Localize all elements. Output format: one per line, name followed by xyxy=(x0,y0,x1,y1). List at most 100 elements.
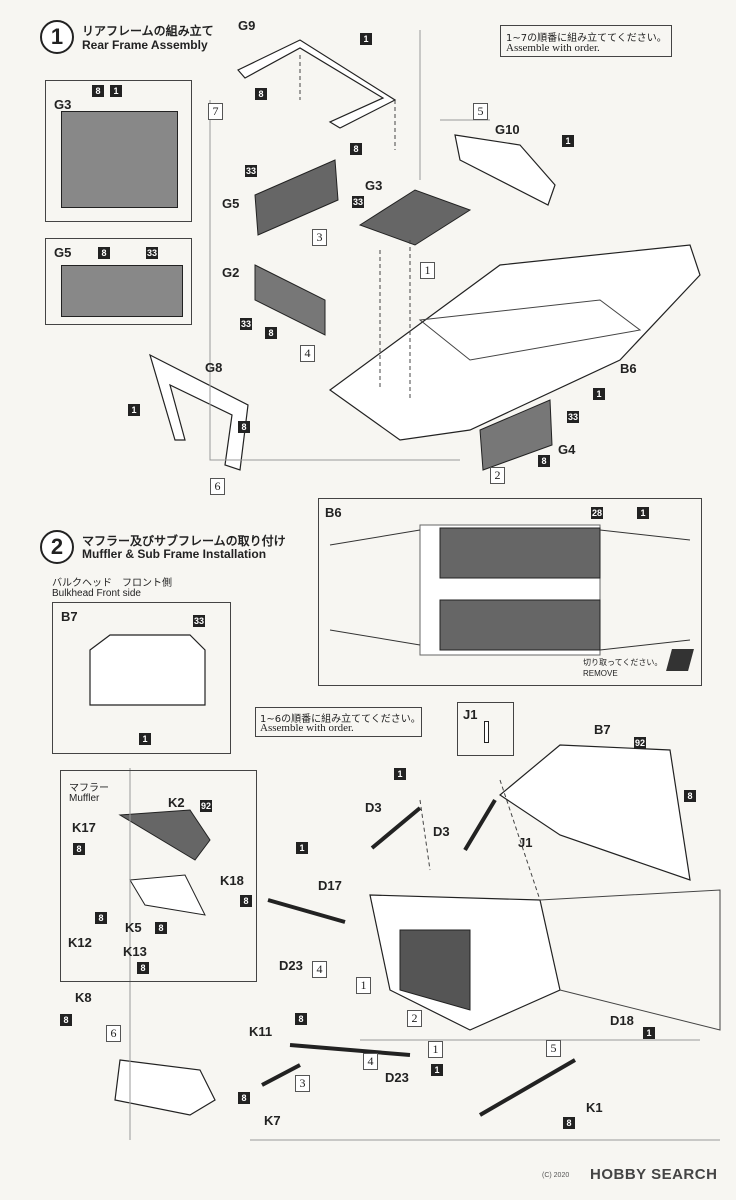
color-badge-8: 8 xyxy=(684,790,696,802)
color-badge-33: 33 xyxy=(352,196,364,208)
color-badge-1: 1 xyxy=(593,388,605,400)
order-step-3: 3 xyxy=(295,1075,310,1092)
part-g2-drawing xyxy=(254,264,326,336)
color-badge-1: 1 xyxy=(637,507,649,519)
label-g10: G10 xyxy=(495,122,520,137)
b7-detail-box: B7 33 1 xyxy=(52,602,231,754)
part-g8-drawing xyxy=(149,353,249,471)
label-g9: G9 xyxy=(238,18,256,33)
part-g9-drawing xyxy=(237,39,397,129)
order-step-4: 4 xyxy=(363,1053,378,1070)
muffler-label-en: Muffler xyxy=(69,793,100,804)
color-badge-8: 8 xyxy=(73,843,85,855)
part-g5-drawing xyxy=(254,159,339,236)
color-badge-8: 8 xyxy=(238,421,250,433)
color-badge-8: 8 xyxy=(538,455,550,467)
step-1-number: 1 xyxy=(40,20,74,54)
bulkhead-label-en: Bulkhead Front side xyxy=(52,588,141,599)
order-step-4: 4 xyxy=(300,345,315,362)
part-b7-drawing xyxy=(498,744,691,881)
step-2-order-note: 1~6の順番に組み立ててください。 Assemble with order. xyxy=(255,707,422,737)
order-step-1: 1 xyxy=(428,1041,443,1058)
color-badge-33: 33 xyxy=(240,318,252,330)
remove-note-jp: 切り取ってください。 xyxy=(583,658,663,667)
label-g4: G4 xyxy=(558,442,576,457)
label-k12: K12 xyxy=(68,935,92,950)
order-step-1: 1 xyxy=(356,977,371,994)
step-1-title-en: Rear Frame Assembly xyxy=(82,38,208,52)
muffler-assembly-drawing xyxy=(114,1059,216,1116)
remove-note-en: REMOVE xyxy=(583,669,618,678)
b7-box-label: B7 xyxy=(61,609,78,624)
order-step-2: 2 xyxy=(490,467,505,484)
step-2-note-en: Assemble with order. xyxy=(260,722,354,734)
step-2-title-jp: マフラー及びサブフレームの取り付け xyxy=(82,534,286,548)
label-g5: G5 xyxy=(222,196,240,211)
order-step-5: 5 xyxy=(473,103,488,120)
color-badge-33: 33 xyxy=(567,411,579,423)
label-g2: G2 xyxy=(222,265,240,280)
color-badge-1: 1 xyxy=(110,85,122,97)
color-badge-1: 1 xyxy=(128,404,140,416)
label-d23-b: D23 xyxy=(385,1070,409,1085)
part-b6-drawing xyxy=(328,244,701,441)
color-badge-1: 1 xyxy=(296,842,308,854)
step-2-title-en: Muffler & Sub Frame Installation xyxy=(82,547,267,561)
j1-box-label: J1 xyxy=(463,707,478,722)
g3-box-label: G3 xyxy=(54,97,72,112)
step-1-note-jp: 1~7の順番に組み立ててください。 xyxy=(506,33,667,44)
step-1-order-note: 1~7の順番に組み立ててください。 Assemble with order. xyxy=(500,25,672,57)
part-g4-drawing xyxy=(479,399,553,471)
color-badge-8: 8 xyxy=(60,1014,72,1026)
order-step-2: 2 xyxy=(407,1010,422,1027)
step-2-number: 2 xyxy=(40,530,74,564)
j1-detail-box: J1 xyxy=(457,702,514,756)
label-d17: D17 xyxy=(318,878,342,893)
watermark-copyright: (C) 2020 xyxy=(542,1172,570,1179)
order-step-6: 6 xyxy=(210,478,225,495)
label-k2: K2 xyxy=(168,795,185,810)
color-badge-33: 33 xyxy=(193,615,205,627)
color-badge-8: 8 xyxy=(255,88,267,100)
color-badge-8: 8 xyxy=(265,327,277,339)
g3-detail-drawing xyxy=(61,111,178,208)
color-badge-33: 33 xyxy=(245,165,257,177)
muffler-label-jp: マフラー xyxy=(69,783,109,794)
part-g3-drawing xyxy=(358,189,472,246)
color-badge-92: 92 xyxy=(200,800,212,812)
label-d23-a: D23 xyxy=(279,958,303,973)
label-k17: K17 xyxy=(72,820,96,835)
color-badge-1: 1 xyxy=(139,733,151,745)
color-badge-8: 8 xyxy=(95,912,107,924)
order-step-1: 1 xyxy=(420,262,435,279)
order-step-6: 6 xyxy=(106,1025,121,1042)
watermark-text: HOBBY SEARCH xyxy=(590,1166,718,1183)
color-badge-8: 8 xyxy=(98,247,110,259)
color-badge-8: 8 xyxy=(295,1013,307,1025)
label-g8: G8 xyxy=(205,360,223,375)
label-d3-b: D3 xyxy=(433,824,450,839)
label-k18: K18 xyxy=(220,873,244,888)
remove-cut-icon xyxy=(666,649,694,671)
label-b6: B6 xyxy=(620,361,637,376)
color-badge-8: 8 xyxy=(155,922,167,934)
b6-box-label: B6 xyxy=(325,505,342,520)
label-k7: K7 xyxy=(264,1113,281,1128)
order-step-5: 5 xyxy=(546,1040,561,1057)
color-badge-8: 8 xyxy=(137,962,149,974)
order-step-3: 3 xyxy=(312,229,327,246)
label-k5: K5 xyxy=(125,920,142,935)
muffler-detail-box: マフラー Muffler xyxy=(60,770,257,982)
label-k13: K13 xyxy=(123,944,147,959)
part-g10-drawing xyxy=(454,134,556,206)
label-b7: B7 xyxy=(594,722,611,737)
color-badge-1: 1 xyxy=(562,135,574,147)
color-badge-1: 1 xyxy=(431,1064,443,1076)
color-badge-92: 92 xyxy=(634,737,646,749)
step-1-note-en: Assemble with order. xyxy=(506,42,600,54)
color-badge-1: 1 xyxy=(394,768,406,780)
color-badge-28: 28 xyxy=(591,507,603,519)
color-badge-8: 8 xyxy=(563,1117,575,1129)
color-badge-33: 33 xyxy=(146,247,158,259)
step-2-note-jp: 1~6の順番に組み立ててください。 xyxy=(260,714,421,725)
